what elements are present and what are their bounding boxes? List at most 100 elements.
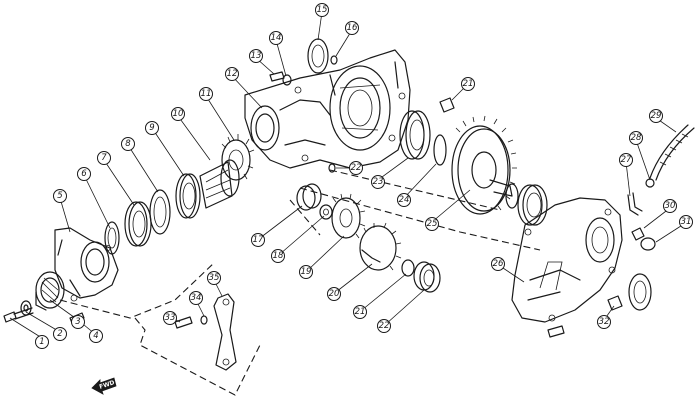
drive-gear-11 bbox=[221, 134, 255, 181]
callout-16-label: 16 bbox=[347, 23, 358, 33]
callout-2-label: 2 bbox=[57, 329, 62, 339]
plug-21-upper bbox=[439, 97, 455, 113]
linkage-bolt-35 bbox=[174, 316, 193, 329]
main-housing-12 bbox=[244, 49, 411, 169]
callout-17-label: 17 bbox=[253, 235, 264, 245]
clamp-30 bbox=[645, 178, 655, 188]
callout-14-label: 14 bbox=[271, 33, 282, 43]
callout-15: 15 bbox=[315, 3, 329, 17]
callout-32-label: 32 bbox=[599, 317, 610, 327]
front-housing-5 bbox=[54, 227, 119, 302]
ring-21-center bbox=[401, 259, 415, 277]
shaft-10 bbox=[199, 159, 240, 209]
callout-18-label: 18 bbox=[273, 251, 284, 261]
callout-29: 29 bbox=[649, 109, 663, 123]
callout-35: 35 bbox=[207, 271, 221, 285]
callout-22-upper: 22 bbox=[349, 161, 363, 175]
pin-16 bbox=[330, 55, 338, 65]
callout-12: 12 bbox=[225, 67, 239, 81]
washer-18 bbox=[319, 204, 333, 220]
breather-tube-31 bbox=[649, 124, 695, 181]
callout-15-label: 15 bbox=[317, 5, 328, 15]
callout-20: 20 bbox=[327, 287, 341, 301]
callout-27-label: 27 bbox=[621, 155, 632, 165]
callout-21-upper-label: 21 bbox=[463, 79, 474, 89]
callout-21-center: 21 bbox=[353, 305, 367, 319]
callout-22-upper-label: 22 bbox=[351, 163, 362, 173]
bearing-24 bbox=[399, 110, 431, 160]
rear-housing-28 bbox=[511, 197, 623, 323]
callout-19-label: 19 bbox=[301, 267, 312, 277]
pin-23 bbox=[328, 163, 336, 173]
callout-20-label: 20 bbox=[329, 289, 340, 299]
callout-28: 28 bbox=[629, 131, 643, 145]
callout-8-label: 8 bbox=[125, 139, 131, 149]
bearing-7 bbox=[124, 201, 152, 247]
bearing-27 bbox=[517, 184, 548, 226]
callout-4: 4 bbox=[89, 329, 103, 343]
callout-33-label: 33 bbox=[165, 313, 176, 323]
seal-6 bbox=[104, 221, 120, 255]
callout-10-label: 10 bbox=[173, 109, 184, 119]
forward-arrow-label: FWD bbox=[98, 379, 115, 391]
callout-2: 2 bbox=[53, 327, 67, 341]
callout-19: 19 bbox=[299, 265, 313, 279]
callout-25-label: 25 bbox=[427, 219, 438, 229]
callout-6: 6 bbox=[77, 167, 91, 181]
callout-28-label: 28 bbox=[631, 133, 642, 143]
callout-35-label: 35 bbox=[209, 273, 220, 283]
callout-26: 26 bbox=[491, 257, 505, 271]
bolt-28c bbox=[547, 325, 565, 338]
callout-14: 14 bbox=[269, 31, 283, 45]
leader-lines bbox=[9, 11, 685, 339]
large-gear-26 bbox=[451, 115, 517, 215]
callout-25: 25 bbox=[425, 217, 439, 231]
assembly-axes bbox=[59, 169, 541, 396]
callout-1-label: 1 bbox=[39, 337, 44, 347]
callout-34: 34 bbox=[189, 291, 203, 305]
callout-11: 11 bbox=[199, 87, 213, 101]
callout-4-label: 4 bbox=[93, 331, 98, 341]
callout-10: 10 bbox=[171, 107, 185, 121]
callout-23-label: 23 bbox=[373, 177, 384, 187]
shift-arm-37 bbox=[213, 293, 237, 371]
callout-11-label: 11 bbox=[201, 89, 212, 99]
callout-6-label: 6 bbox=[81, 169, 87, 179]
flange-bolt-1 bbox=[3, 307, 34, 323]
callout-26-label: 26 bbox=[493, 259, 504, 269]
output-flange-3 bbox=[35, 271, 65, 311]
callout-17: 17 bbox=[251, 233, 265, 247]
washer-14 bbox=[282, 74, 292, 86]
callout-3: 3 bbox=[71, 315, 85, 329]
callout-24-label: 24 bbox=[399, 195, 410, 205]
callout-16: 16 bbox=[345, 21, 359, 35]
callout-22-center: 22 bbox=[377, 319, 391, 333]
bearing-22-center bbox=[413, 261, 441, 293]
callout-7-label: 7 bbox=[101, 153, 107, 163]
callout-30-label: 30 bbox=[665, 201, 676, 211]
callout-30: 30 bbox=[663, 199, 677, 213]
bearing-9 bbox=[175, 173, 201, 219]
callout-23: 23 bbox=[371, 175, 385, 189]
ring-25 bbox=[433, 134, 447, 166]
callout-31-label: 31 bbox=[681, 217, 692, 227]
callout-5: 5 bbox=[53, 189, 67, 203]
callout-27: 27 bbox=[619, 153, 633, 167]
callout-29-label: 29 bbox=[651, 111, 662, 121]
callout-7: 7 bbox=[97, 151, 111, 165]
callout-22-center-label: 22 bbox=[379, 321, 390, 331]
callout-9-label: 9 bbox=[149, 123, 154, 133]
callout-12-label: 12 bbox=[227, 69, 238, 79]
ring-8 bbox=[149, 189, 171, 235]
callout-13: 13 bbox=[249, 49, 263, 63]
callout-3-label: 3 bbox=[75, 317, 80, 327]
callout-32: 32 bbox=[597, 315, 611, 329]
callout-33: 33 bbox=[163, 311, 177, 325]
callout-21-upper: 21 bbox=[461, 77, 475, 91]
washer-2 bbox=[20, 300, 32, 316]
bolt-13 bbox=[269, 71, 285, 82]
washer-36 bbox=[200, 315, 208, 325]
seal-15 bbox=[307, 38, 329, 74]
callout-31: 31 bbox=[679, 215, 693, 229]
